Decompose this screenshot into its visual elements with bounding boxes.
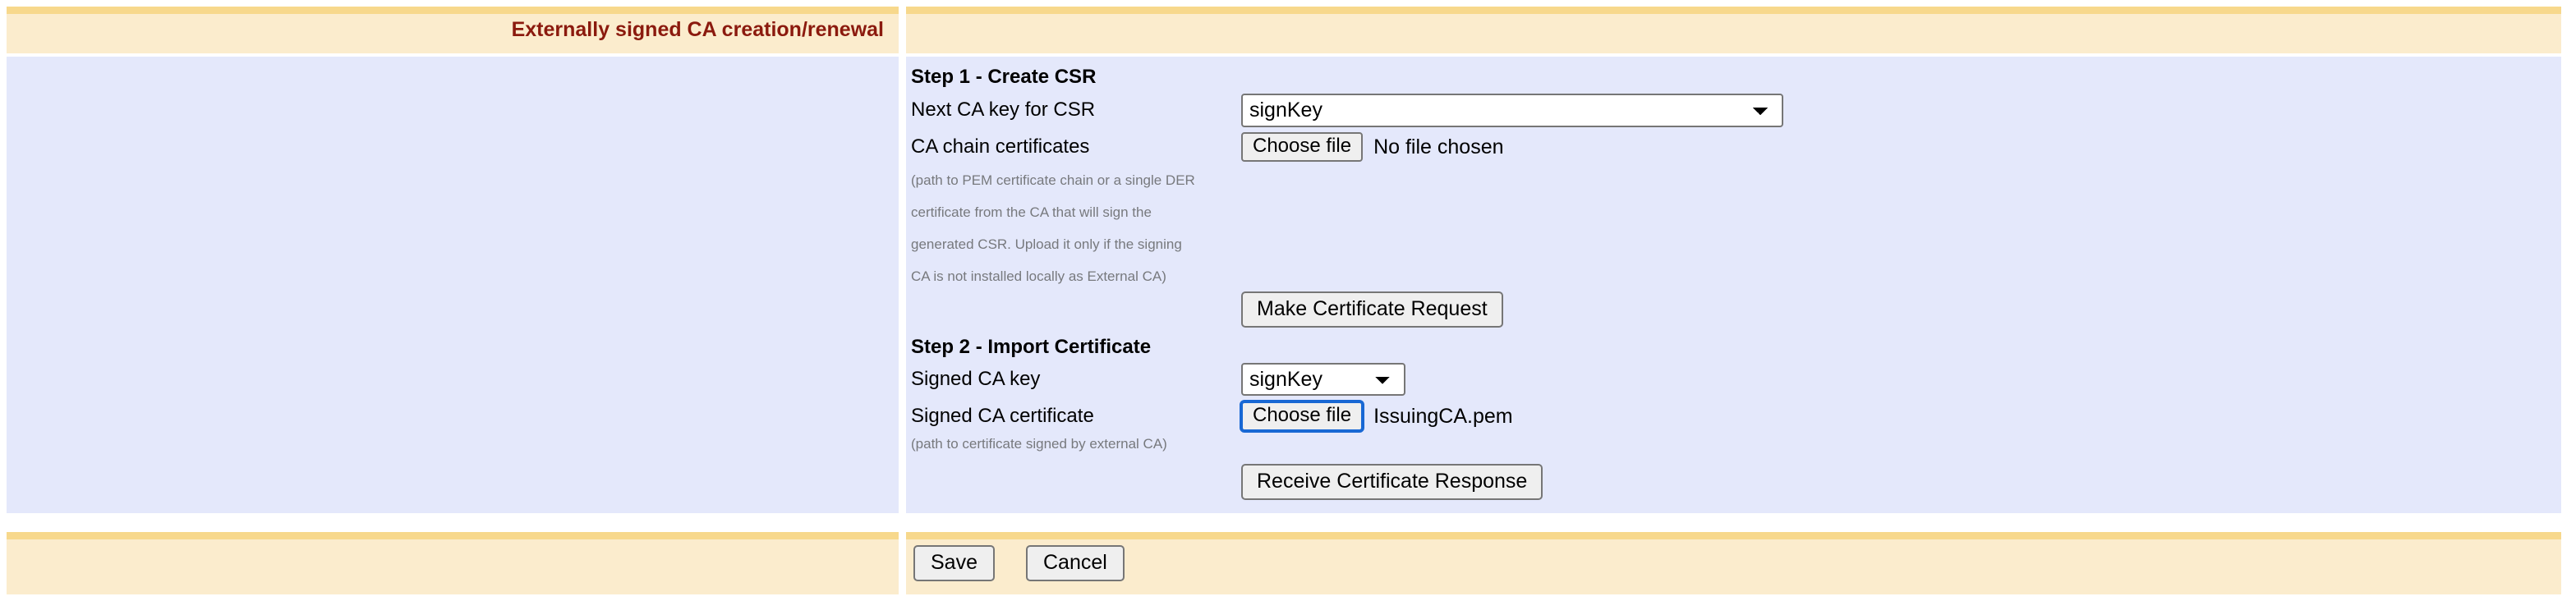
footer-band-right (906, 532, 2561, 594)
footer-band-left (7, 532, 899, 594)
step1-hint-line-2: certificate from the CA that will sign t… (911, 204, 1152, 220)
save-button[interactable]: Save (913, 544, 995, 582)
step2-hint-line-1: (path to certificate signed by external … (911, 435, 1167, 452)
ca-form: Step 1 - Create CSR Next CA key for CSR … (906, 57, 2561, 513)
step1-hint-line-1-row: (path to PEM certificate chain or a sing… (906, 172, 2561, 188)
receive-certificate-response-button[interactable]: Receive Certificate Response (1241, 463, 1543, 501)
step1-heading-row: Step 1 - Create CSR (906, 63, 2561, 91)
signed-ca-key-select[interactable]: signKey (1241, 363, 1405, 396)
footer-rule-right (906, 532, 2561, 539)
body-panel-left (7, 57, 899, 513)
step1-hint-line-3-row: generated CSR. Upload it only if the sig… (906, 236, 2561, 252)
ca-chain-choose-file-button[interactable]: Choose file (1241, 131, 1364, 163)
signed-ca-certificate-choose-file-button[interactable]: Choose file (1239, 399, 1365, 434)
header-rule-right (906, 7, 2561, 14)
field-label-ca-chain-certificates: CA chain certificates (911, 135, 1090, 158)
step1-hint-line-1: (path to PEM certificate chain or a sing… (911, 172, 1195, 188)
body-panel-right: Step 1 - Create CSR Next CA key for CSR … (906, 57, 2561, 513)
ca-chain-file-input[interactable]: Choose file No file chosen (1241, 131, 1504, 163)
header-rule-left (7, 7, 899, 14)
field-label-signed-ca-certificate: Signed CA certificate (911, 405, 1094, 427)
header-band-left (7, 7, 899, 53)
cancel-button[interactable]: Cancel (1025, 544, 1125, 582)
step2-heading: Step 2 - Import Certificate (911, 336, 1152, 358)
field-ca-chain-row: CA chain certificates Choose file No fil… (906, 131, 2561, 163)
field-signed-ca-key-row: Signed CA key signKey (906, 363, 2561, 396)
field-label-next-ca-key: Next CA key for CSR (911, 99, 1096, 121)
signed-ca-certificate-file-input[interactable]: Choose file IssuingCA.pem (1239, 399, 1513, 434)
next-ca-key-select[interactable]: signKey (1241, 93, 1783, 127)
field-label-signed-ca-key: Signed CA key (911, 368, 1041, 390)
step2-heading-row: Step 2 - Import Certificate (906, 333, 2561, 361)
step1-action-row: Make Certificate Request (906, 291, 2561, 328)
step1-hint-line-2-row: certificate from the CA that will sign t… (906, 204, 2561, 220)
make-certificate-request-button[interactable]: Make Certificate Request (1241, 291, 1503, 328)
step2-hint-line-1-row: (path to certificate signed by external … (906, 435, 2561, 452)
page-title: Externally signed CA creation/renewal (511, 18, 884, 41)
step1-hint-line-4: CA is not installed locally as External … (911, 268, 1166, 284)
ca-chain-file-status: No file chosen (1373, 135, 1504, 158)
field-signed-ca-certificate-row: Signed CA certificate Choose file Issuin… (906, 399, 2561, 434)
header-band-right (906, 7, 2561, 53)
footer-rule-left (7, 532, 899, 539)
field-next-ca-key-row: Next CA key for CSR signKey (906, 93, 2561, 127)
step1-heading: Step 1 - Create CSR (911, 66, 1097, 88)
step1-hint-line-4-row: CA is not installed locally as External … (906, 268, 2561, 284)
signed-ca-certificate-file-status: IssuingCA.pem (1373, 404, 1513, 428)
step2-action-row: Receive Certificate Response (906, 463, 2561, 501)
step1-hint-line-3: generated CSR. Upload it only if the sig… (911, 236, 1182, 252)
footer-actions: Save Cancel (906, 532, 2561, 594)
